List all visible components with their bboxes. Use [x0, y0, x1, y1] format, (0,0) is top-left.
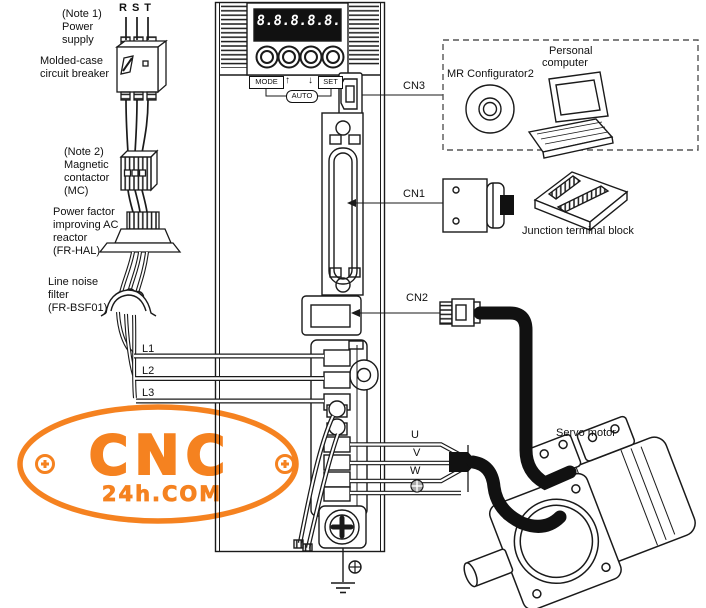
pc-label: computer: [542, 57, 588, 69]
output-label-w: W: [410, 465, 421, 477]
reactor-label: Power factor: [53, 206, 115, 218]
input-feed-lines: [134, 353, 324, 404]
motor-encoder-connector: [576, 415, 636, 462]
phase-t: T: [144, 2, 152, 14]
reactor-label: (FR-HAL): [53, 245, 101, 257]
down-arrow-icon[interactable]: ↓: [308, 75, 313, 86]
filter-label: Line noise: [48, 276, 99, 288]
junction-block-label: Junction terminal block: [522, 225, 634, 237]
cd-icon: [465, 84, 515, 134]
power-cable: [466, 455, 567, 533]
earth-ground: [331, 548, 362, 594]
motor-cables: [466, 306, 577, 533]
ac-reactor: [98, 211, 182, 253]
filter-output-wires: [116, 311, 137, 399]
cn3-connector[interactable]: [338, 72, 363, 116]
contactor-label: Magnetic: [64, 159, 109, 171]
note1-label: supply: [62, 34, 94, 46]
auto-button[interactable]: AUTO: [286, 90, 318, 103]
reactor-label: improving AC: [53, 219, 119, 231]
display-digits: 8.8.8.8.8.: [255, 13, 342, 29]
cn2-label: CN2: [406, 292, 429, 304]
contactor-label: contactor: [64, 172, 110, 184]
phase-r: R: [119, 2, 127, 14]
breaker-label: Molded-case: [40, 55, 103, 67]
phase-labels: R S T: [119, 2, 151, 14]
breaker-label: circuit breaker: [40, 68, 110, 80]
contactor-label: (MC): [64, 185, 89, 197]
pe-wire-symbol-icon: [410, 479, 424, 493]
cn2-leader-line: [351, 309, 440, 317]
contactor-label: (Note 2): [64, 146, 104, 158]
terminal-ground[interactable]: [323, 486, 351, 502]
ground-screw[interactable]: [318, 505, 367, 549]
reactor-label: reactor: [53, 232, 88, 244]
terminal-label-l3: L3: [142, 387, 155, 399]
power-input-chain: [98, 17, 324, 404]
pe-symbol-icon: [348, 560, 362, 574]
output-label-v: V: [413, 447, 421, 459]
filter-label: filter: [48, 289, 69, 301]
terminal-L2[interactable]: [323, 371, 351, 389]
note1-label: Power: [62, 21, 94, 33]
circuit-breaker: [115, 36, 168, 101]
note1-label: (Note 1): [62, 8, 102, 20]
laptop-icon: [527, 71, 614, 159]
cn1-leader-line: [347, 199, 443, 207]
cn3-label: CN3: [403, 80, 426, 92]
up-arrow-icon[interactable]: ↑: [285, 75, 290, 86]
terminal-label-l2: L2: [142, 365, 155, 377]
cn2-connector[interactable]: [301, 295, 362, 336]
line-noise-filter: [100, 288, 157, 317]
set-button[interactable]: SET: [318, 76, 343, 89]
cn1-junction-plug: [442, 178, 514, 233]
output-label-u: U: [411, 429, 419, 441]
cn1-connector[interactable]: [321, 112, 364, 296]
panel-buttons[interactable]: [255, 45, 345, 69]
pc-label: Personal: [549, 45, 593, 57]
output-wires: [350, 442, 477, 496]
encoder-cable: [473, 306, 577, 491]
button-brackets: [265, 89, 332, 97]
terminal-P[interactable]: [328, 400, 346, 418]
phase-s: S: [131, 2, 140, 14]
vent-slats-right: [349, 5, 379, 66]
configurator-label: MR Configurator2: [447, 68, 534, 80]
display-module: [246, 2, 349, 76]
terminal-L1[interactable]: [323, 349, 351, 367]
vent-slats-left: [221, 5, 247, 68]
filter-label: (FR-BSF01): [48, 302, 108, 314]
reactor-filter-wires: [119, 251, 149, 294]
terminal-label-l1: L1: [142, 343, 155, 355]
jumper-wires: [293, 415, 341, 552]
mode-button[interactable]: MODE: [249, 76, 284, 89]
cable-clamp: [349, 359, 379, 391]
ground-symbol-icon: [331, 582, 355, 594]
seven-segment-display: [253, 8, 342, 42]
cn1-label: CN1: [403, 188, 426, 200]
magnetic-contactor: [119, 149, 159, 192]
junction-terminal-block: [533, 171, 629, 232]
servo-motor-label: Servo motor: [556, 427, 616, 439]
